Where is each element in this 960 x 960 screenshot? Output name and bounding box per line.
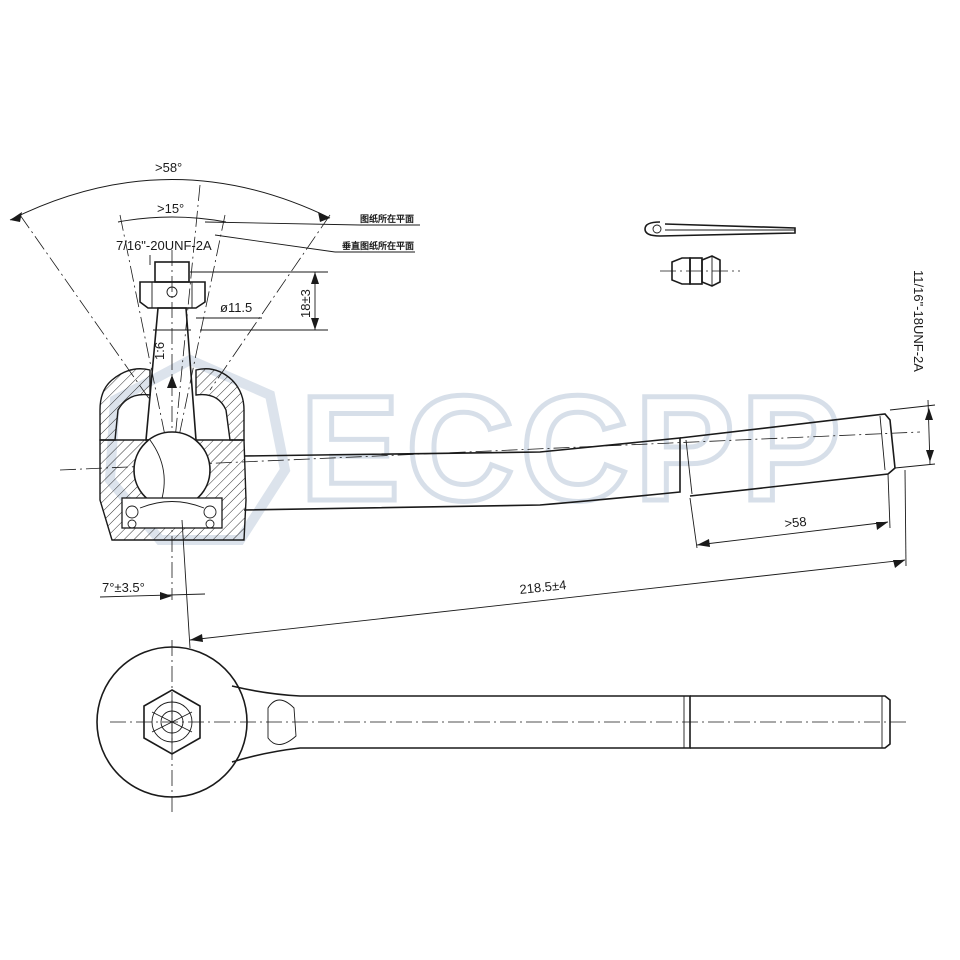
dust-boot-left bbox=[99, 368, 151, 441]
castle-nut-hex-icon bbox=[143, 689, 201, 755]
thread-length-line bbox=[696, 521, 889, 546]
taper-arrow bbox=[167, 375, 177, 388]
accessories bbox=[644, 221, 796, 287]
swing-angle-arc bbox=[9, 179, 331, 221]
top-view bbox=[96, 640, 910, 812]
bearing-seat bbox=[121, 497, 223, 529]
stud-angle-arc bbox=[117, 216, 227, 223]
cotter-hole bbox=[166, 286, 178, 298]
overall-length-line bbox=[189, 559, 906, 641]
swing-angle-label: >58° bbox=[155, 160, 182, 175]
arm-rib bbox=[267, 699, 297, 745]
threaded-shank bbox=[679, 413, 896, 497]
swing-limit-right bbox=[171, 214, 226, 471]
tilt-angle-label: 7°±3.5° bbox=[102, 580, 145, 595]
stud-angle-label: >15° bbox=[157, 201, 184, 216]
stud-tilt-line bbox=[171, 184, 201, 471]
ball bbox=[133, 431, 211, 509]
dimensions: >58° >15° 图纸所在平面 垂直图纸所在平面 7/16"-20UNF-2A… bbox=[9, 160, 936, 649]
dust-boot-right bbox=[195, 368, 245, 441]
watermark-brand: ECCPP bbox=[300, 364, 847, 532]
arm bbox=[243, 437, 681, 511]
taper-label: 1:6 bbox=[152, 342, 167, 360]
note-drawing-plane: 图纸所在平面 bbox=[360, 213, 414, 225]
stud-length-label: 18±3 bbox=[298, 289, 313, 318]
housing-eye bbox=[96, 646, 248, 798]
overall-length-label: 218.5±4 bbox=[519, 577, 567, 597]
cotter-pin-icon bbox=[644, 221, 796, 237]
top-threaded-shank bbox=[690, 695, 891, 749]
swing-outer-right bbox=[209, 214, 331, 391]
castle-nut bbox=[139, 281, 206, 309]
watermark: ECCPP bbox=[104, 354, 847, 545]
swing-limit-left bbox=[119, 214, 173, 471]
stud-diameter-label: ø11.5 bbox=[220, 300, 252, 315]
shank-thread-label: 11/16"-18UNF-2A bbox=[911, 270, 926, 372]
thread-length-label: >58 bbox=[784, 514, 808, 531]
side-view bbox=[19, 184, 921, 600]
stud-thread-label: 7/16"-20UNF-2A bbox=[116, 238, 212, 253]
swing-outer-left bbox=[19, 214, 151, 401]
top-arm bbox=[231, 685, 691, 763]
grease-fitting-icon bbox=[660, 255, 740, 287]
note-perpendicular-plane: 垂直图纸所在平面 bbox=[342, 240, 414, 252]
